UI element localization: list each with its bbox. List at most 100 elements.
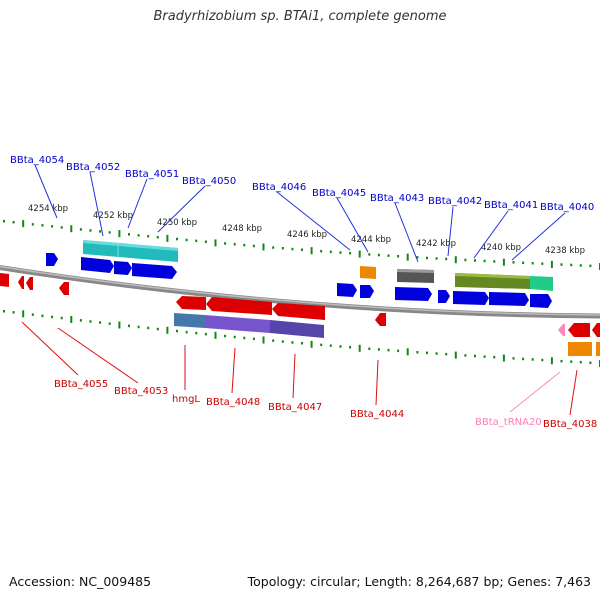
inner-tick (176, 329, 178, 333)
gene-bbta-4041-highlight (455, 273, 530, 279)
gene-bbta-4048[interactable] (206, 297, 272, 315)
outer-tick (406, 253, 409, 261)
gene-inner-purple-1[interactable] (205, 315, 270, 333)
inner-tick (214, 331, 217, 339)
gene-hmgl[interactable] (176, 296, 206, 310)
inner-tick (166, 326, 169, 334)
gene-inner-steel[interactable] (174, 313, 205, 328)
gene-bbta-4038[interactable] (568, 342, 592, 356)
forward-strand-genes (46, 253, 552, 308)
inner-tick (377, 348, 380, 351)
outer-tick (233, 243, 236, 246)
gene-bbta-4044[interactable] (375, 313, 386, 326)
inner-tick-track (3, 310, 600, 367)
gene-bbta-4046[interactable] (337, 283, 357, 297)
outer-tick (368, 253, 371, 256)
inner-tick (31, 313, 34, 316)
top-label-leaders (34, 164, 566, 263)
outer-tick (108, 231, 111, 234)
gene-orange-top[interactable] (360, 266, 376, 279)
leader-bbta-4054 (34, 164, 58, 219)
top-gene-labels: BBta_4054 BBta_4052 BBta_4051 BBta_4050 … (10, 155, 594, 213)
outer-tick (310, 247, 313, 255)
gene-red-right[interactable] (568, 323, 590, 337)
gene-red-right-edge[interactable] (592, 323, 600, 337)
outer-tick (156, 236, 159, 239)
outer-tick (445, 257, 448, 261)
outer-tick (387, 254, 390, 257)
label-bbta-4040: BBta_4040 (540, 202, 594, 213)
label-bbta-4052: BBta_4052 (66, 162, 120, 173)
gene-blue-4[interactable] (453, 291, 489, 305)
label-hmgl: hmgL (172, 394, 200, 405)
inner-tick (128, 324, 130, 328)
leader-bbta-4042 (447, 206, 454, 257)
leader-bbta-4053 (57, 327, 139, 384)
inner-tick (445, 352, 448, 356)
inner-tick (12, 311, 15, 314)
gene-blue-3[interactable] (395, 287, 432, 301)
gene-bbta-4050[interactable] (132, 263, 177, 279)
outer-tick (416, 256, 419, 259)
outer-tick (60, 226, 63, 229)
inner-tick (89, 320, 92, 323)
inner-tick (570, 360, 573, 363)
gene-bbta-4040[interactable] (530, 276, 553, 291)
label-bbta-4050: BBta_4050 (182, 176, 236, 187)
label-bbta-4038: BBta_4038 (543, 419, 597, 430)
label-bbta-4046: BBta_4046 (252, 182, 306, 193)
kbp-label-4252: 4252 kbp (93, 211, 133, 221)
leader-bbta-4055 (21, 321, 79, 376)
inner-tick (51, 315, 54, 319)
accession-text: Accession: NC_009485 (9, 574, 152, 589)
leader-bbta-4050 (157, 185, 206, 233)
outer-tick (301, 248, 303, 251)
inner-tick (79, 319, 82, 322)
label-bbta-4044: BBta_4044 (350, 409, 404, 420)
outer-tick (195, 239, 198, 243)
gene-bbta-4054[interactable] (46, 253, 58, 266)
label-bbta-4055: BBta_4055 (54, 379, 108, 390)
gene-blue-2[interactable] (114, 261, 132, 275)
outer-tick (349, 251, 352, 255)
inner-tick (406, 348, 409, 356)
inner-tick (252, 337, 255, 341)
outer-tick (550, 260, 553, 268)
gene-blue-6[interactable] (530, 294, 552, 308)
outer-tick (339, 251, 342, 254)
leader-bbta-4047 (292, 353, 296, 399)
gene-bbta-4043-highlight (397, 269, 434, 273)
gene-inner-purple-2[interactable] (270, 320, 324, 338)
gene-orange-edge[interactable] (596, 342, 600, 356)
inner-tick (233, 335, 236, 339)
outer-tick (541, 262, 544, 265)
gene-bbta-4042[interactable] (438, 290, 450, 303)
inner-tick (358, 344, 361, 352)
gene-red-small-2[interactable] (26, 277, 33, 290)
topology-text: Topology: circular; Length: 8,264,687 bp… (247, 574, 591, 589)
outer-tick (118, 230, 121, 238)
gene-blue-5[interactable] (489, 292, 529, 306)
inner-tick (368, 347, 371, 350)
gene-bbta-4052[interactable] (83, 240, 178, 262)
outer-tick (291, 247, 294, 251)
leader-bbta-4046 (276, 191, 351, 251)
leader-bbta-4044 (375, 359, 379, 406)
kbp-label-4246: 4246 kbp (287, 230, 327, 240)
inner-tick (301, 342, 303, 345)
inner-tick (310, 340, 313, 348)
gene-bbta-trna20[interactable] (558, 324, 565, 336)
gene-red-edge[interactable] (0, 273, 9, 287)
inner-tick (454, 351, 457, 359)
inner-tick (387, 348, 390, 352)
outer-tick (128, 233, 130, 236)
kbp-label-4242: 4242 kbp (416, 239, 456, 249)
inner-tick (329, 344, 332, 347)
outer-tick (377, 253, 380, 257)
outer-tick (281, 247, 284, 250)
gene-bbta-4047[interactable] (272, 303, 325, 320)
gene-bbta-4055[interactable] (59, 282, 69, 295)
gene-red-small-1[interactable] (18, 276, 24, 289)
gene-bbta-4045[interactable] (360, 285, 374, 298)
gene-blue-1[interactable] (81, 257, 114, 273)
